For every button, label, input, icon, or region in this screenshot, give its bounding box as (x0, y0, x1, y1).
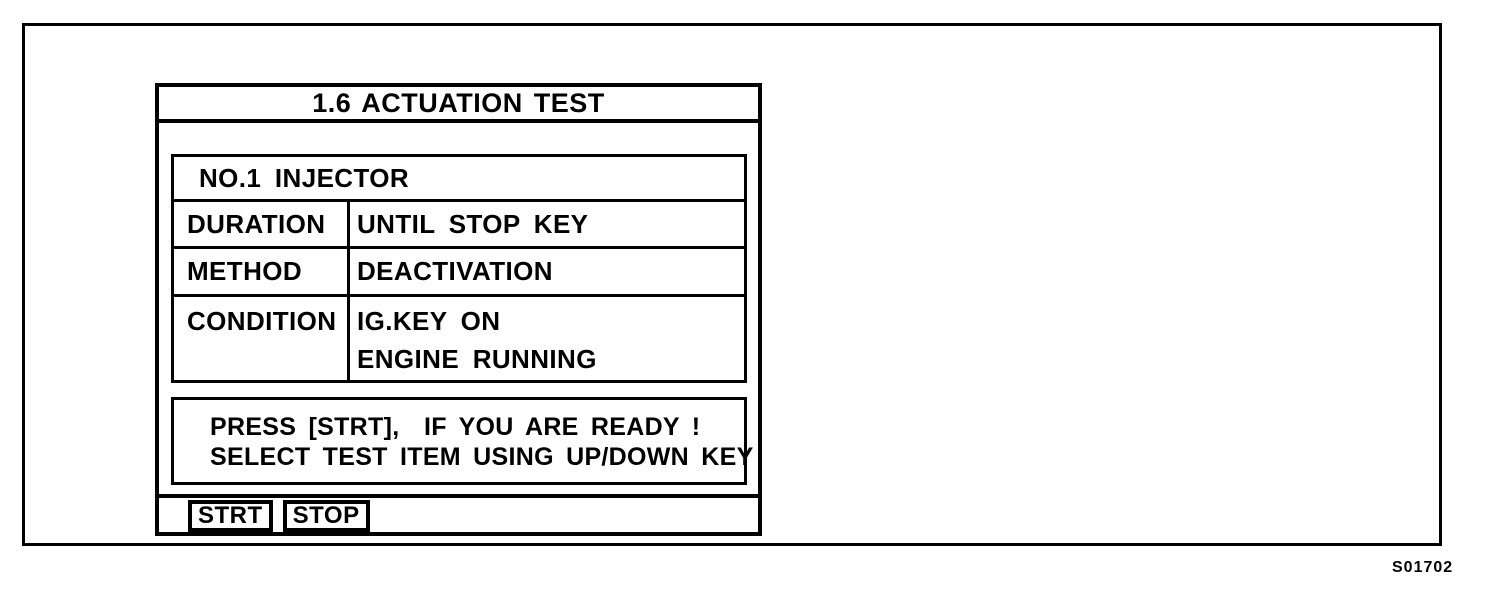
prompt-message-box: PRESS [STRT], IF YOU ARE READY ! SELECT … (171, 397, 754, 485)
softkey-bar-divider (159, 494, 758, 498)
strt-button[interactable]: STRT (188, 500, 273, 532)
stop-button[interactable]: STOP (282, 500, 370, 532)
page-title: 1.6 ACTUATION TEST (312, 87, 605, 118)
condition-value: IG.KEY ON ENGINE RUNNING (350, 297, 744, 380)
prompt-line-2: SELECT TEST ITEM USING UP/DOWN KEY (210, 443, 754, 471)
softkey-bar: STRT STOP (159, 498, 758, 532)
duration-label: DURATION (174, 202, 350, 246)
screen-title-bar: 1.6 ACTUATION TEST (159, 87, 758, 123)
table-row-test-item: NO.1 INJECTOR (174, 157, 744, 202)
prompt-line-1: PRESS [STRT], IF YOU ARE READY ! (210, 413, 701, 441)
condition-label: CONDITION (174, 297, 350, 380)
condition-value-line-2: ENGINE RUNNING (357, 344, 597, 374)
method-value: DEACTIVATION (357, 256, 553, 286)
method-label: METHOD (174, 249, 350, 294)
table-row-duration: DURATION UNTIL STOP KEY (174, 202, 744, 249)
actuation-test-table: NO.1 INJECTOR DURATION UNTIL STOP KEY ME… (171, 154, 747, 383)
figure-code: S01702 (1392, 559, 1454, 576)
page-frame: 1.6 ACTUATION TEST NO.1 INJECTOR DURATIO… (22, 23, 1442, 546)
condition-value-line-1: IG.KEY ON (357, 306, 501, 336)
duration-value: UNTIL STOP KEY (357, 208, 589, 239)
scan-tool-screen: 1.6 ACTUATION TEST NO.1 INJECTOR DURATIO… (155, 83, 762, 536)
test-item-value: NO.1 INJECTOR (199, 162, 410, 193)
table-row-condition: CONDITION IG.KEY ON ENGINE RUNNING (174, 297, 744, 380)
table-row-method: METHOD DEACTIVATION (174, 249, 744, 297)
